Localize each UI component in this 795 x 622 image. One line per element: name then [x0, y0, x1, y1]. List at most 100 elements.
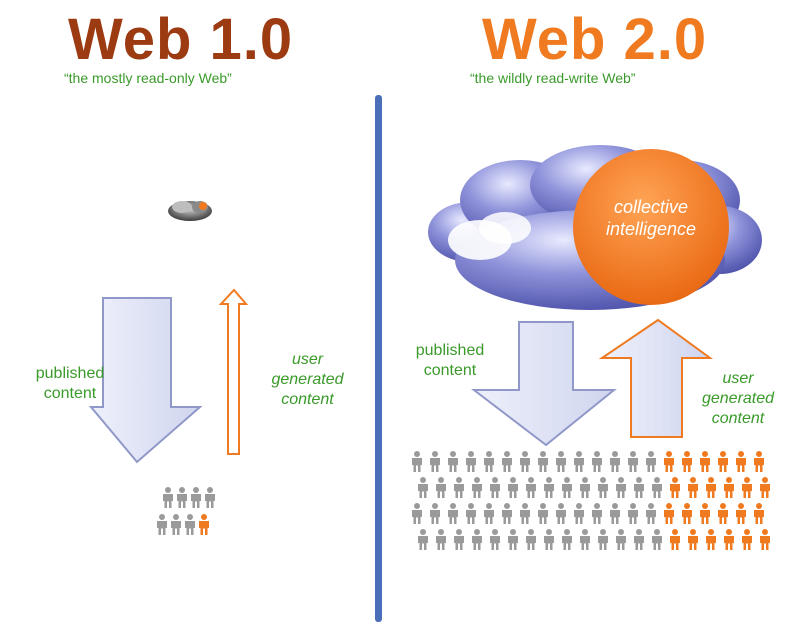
person-orange-icon — [754, 503, 764, 524]
person-orange-icon — [682, 451, 692, 472]
person-orange-icon — [706, 529, 716, 550]
person-gray-icon — [574, 503, 584, 524]
collective-intelligence-orb — [573, 149, 729, 305]
web2-published-arrow — [471, 321, 617, 447]
person-gray-icon — [520, 503, 530, 524]
person-gray-icon — [646, 451, 656, 472]
person-gray-icon — [472, 477, 482, 498]
person-gray-icon — [598, 529, 608, 550]
cloud-label-line1: collective — [613, 197, 689, 217]
person-gray-icon — [508, 529, 518, 550]
person-orange-icon — [724, 529, 734, 550]
person-gray-icon — [205, 487, 215, 508]
cloud-label-line2: intelligence — [605, 219, 697, 239]
person-gray-icon — [556, 451, 566, 472]
person-gray-icon — [544, 529, 554, 550]
web1-people-group — [157, 487, 215, 535]
person-gray-icon — [610, 451, 620, 472]
person-orange-icon — [670, 529, 680, 550]
person-orange-icon — [742, 477, 752, 498]
person-gray-icon — [520, 451, 530, 472]
person-orange-icon — [682, 503, 692, 524]
person-gray-icon — [580, 477, 590, 498]
web1-ugc-label-line2: generated — [271, 371, 344, 388]
center-divider — [375, 95, 382, 622]
person-gray-icon — [616, 529, 626, 550]
person-gray-icon — [544, 477, 554, 498]
person-gray-icon — [430, 503, 440, 524]
person-gray-icon — [634, 477, 644, 498]
person-gray-icon — [574, 451, 584, 472]
web2-published-label: published content — [395, 341, 505, 381]
web2-subtitle: “the wildly read-write Web” — [470, 70, 636, 86]
web1-title: Web 1.0 — [68, 7, 294, 72]
person-orange-icon — [742, 529, 752, 550]
person-gray-icon — [484, 503, 494, 524]
person-gray-icon — [562, 477, 572, 498]
person-orange-icon — [664, 503, 674, 524]
person-gray-icon — [502, 451, 512, 472]
person-gray-icon — [448, 503, 458, 524]
person-gray-icon — [466, 503, 476, 524]
person-gray-icon — [628, 503, 638, 524]
person-gray-icon — [598, 477, 608, 498]
person-gray-icon — [472, 529, 482, 550]
person-gray-icon — [412, 451, 422, 472]
person-gray-icon — [580, 529, 590, 550]
person-orange-icon — [718, 451, 728, 472]
person-gray-icon — [652, 477, 662, 498]
web1-published-label-line2: content — [43, 385, 97, 402]
person-gray-icon — [652, 529, 662, 550]
web1-published-label: published content — [10, 364, 130, 404]
person-gray-icon — [436, 477, 446, 498]
person-orange-icon — [700, 451, 710, 472]
person-gray-icon — [430, 451, 440, 472]
person-gray-icon — [412, 503, 422, 524]
person-gray-icon — [163, 487, 173, 508]
person-orange-icon — [688, 529, 698, 550]
web1-small-cloud — [168, 201, 212, 221]
person-gray-icon — [610, 503, 620, 524]
web2-ugc-label-line2: generated — [701, 390, 775, 407]
person-gray-icon — [592, 451, 602, 472]
person-gray-icon — [628, 451, 638, 472]
person-orange-icon — [706, 477, 716, 498]
web1-ugc-arrow — [218, 288, 249, 455]
person-orange-icon — [688, 477, 698, 498]
web2-ugc-label-line1: user — [722, 370, 754, 387]
person-orange-icon — [199, 514, 209, 535]
web2-published-label-line1: published — [415, 342, 485, 359]
person-gray-icon — [454, 477, 464, 498]
person-orange-icon — [754, 451, 764, 472]
person-gray-icon — [616, 477, 626, 498]
person-gray-icon — [418, 477, 428, 498]
web2-published-label-line2: content — [423, 362, 477, 379]
person-orange-icon — [760, 529, 770, 550]
web1-published-arrow — [88, 297, 203, 464]
person-orange-icon — [760, 477, 770, 498]
person-gray-icon — [490, 477, 500, 498]
person-gray-icon — [538, 451, 548, 472]
person-gray-icon — [418, 529, 428, 550]
person-gray-icon — [490, 529, 500, 550]
web1-ugc-label-line3: content — [281, 391, 334, 408]
person-orange-icon — [700, 503, 710, 524]
web2-ugc-arrow — [598, 318, 714, 438]
person-orange-icon — [670, 477, 680, 498]
person-gray-icon — [191, 487, 201, 508]
person-gray-icon — [484, 451, 494, 472]
person-orange-icon — [718, 503, 728, 524]
person-gray-icon — [185, 514, 195, 535]
web1-published-label-line1: published — [35, 365, 105, 382]
person-gray-icon — [646, 503, 656, 524]
person-gray-icon — [448, 451, 458, 472]
web1-ugc-label-line1: user — [291, 351, 324, 368]
web2-people-group — [412, 451, 770, 550]
person-orange-icon — [736, 451, 746, 472]
person-gray-icon — [157, 514, 167, 535]
web1-subtitle: “the mostly read-only Web” — [64, 70, 232, 86]
person-gray-icon — [592, 503, 602, 524]
person-gray-icon — [526, 477, 536, 498]
person-gray-icon — [538, 503, 548, 524]
